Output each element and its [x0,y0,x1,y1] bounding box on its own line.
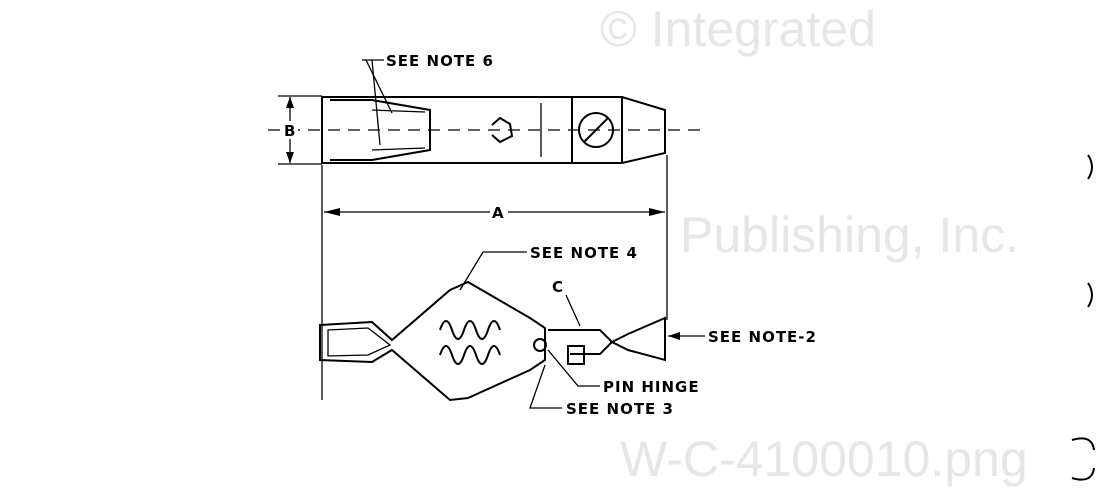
watermark-line-3: W-C-4100010.png [620,431,1028,487]
dimension-a: A [321,155,668,400]
label-a: A [492,204,505,222]
watermark: © Integrated Publishing, Inc. W-C-410001… [600,1,1028,487]
watermark-line-1: © Integrated [600,1,876,57]
edge-mark-lower [1087,282,1093,308]
clip-side-view [319,280,666,402]
label-see-note-3: SEE NOTE 3 [566,400,674,418]
scan-marks [1071,154,1095,481]
label-pin-hinge: PIN HINGE [603,378,700,396]
dimension-b: B [278,95,322,165]
label-c: C [552,278,564,296]
clip-top-view [268,96,700,164]
label-b: B [284,122,296,140]
label-see-note-4: SEE NOTE 4 [530,244,638,262]
label-see-note-2: SEE NOTE-2 [708,328,817,346]
label-see-note-6: SEE NOTE 6 [386,52,494,70]
watermark-line-2: Publishing, Inc. [680,207,1019,263]
side-callouts: SEE NOTE 4 C SEE NOTE-2 PIN HINGE SEE NO… [459,244,817,418]
edge-mark-upper [1087,154,1093,180]
note-6-callout: SEE NOTE 6 [362,52,494,146]
